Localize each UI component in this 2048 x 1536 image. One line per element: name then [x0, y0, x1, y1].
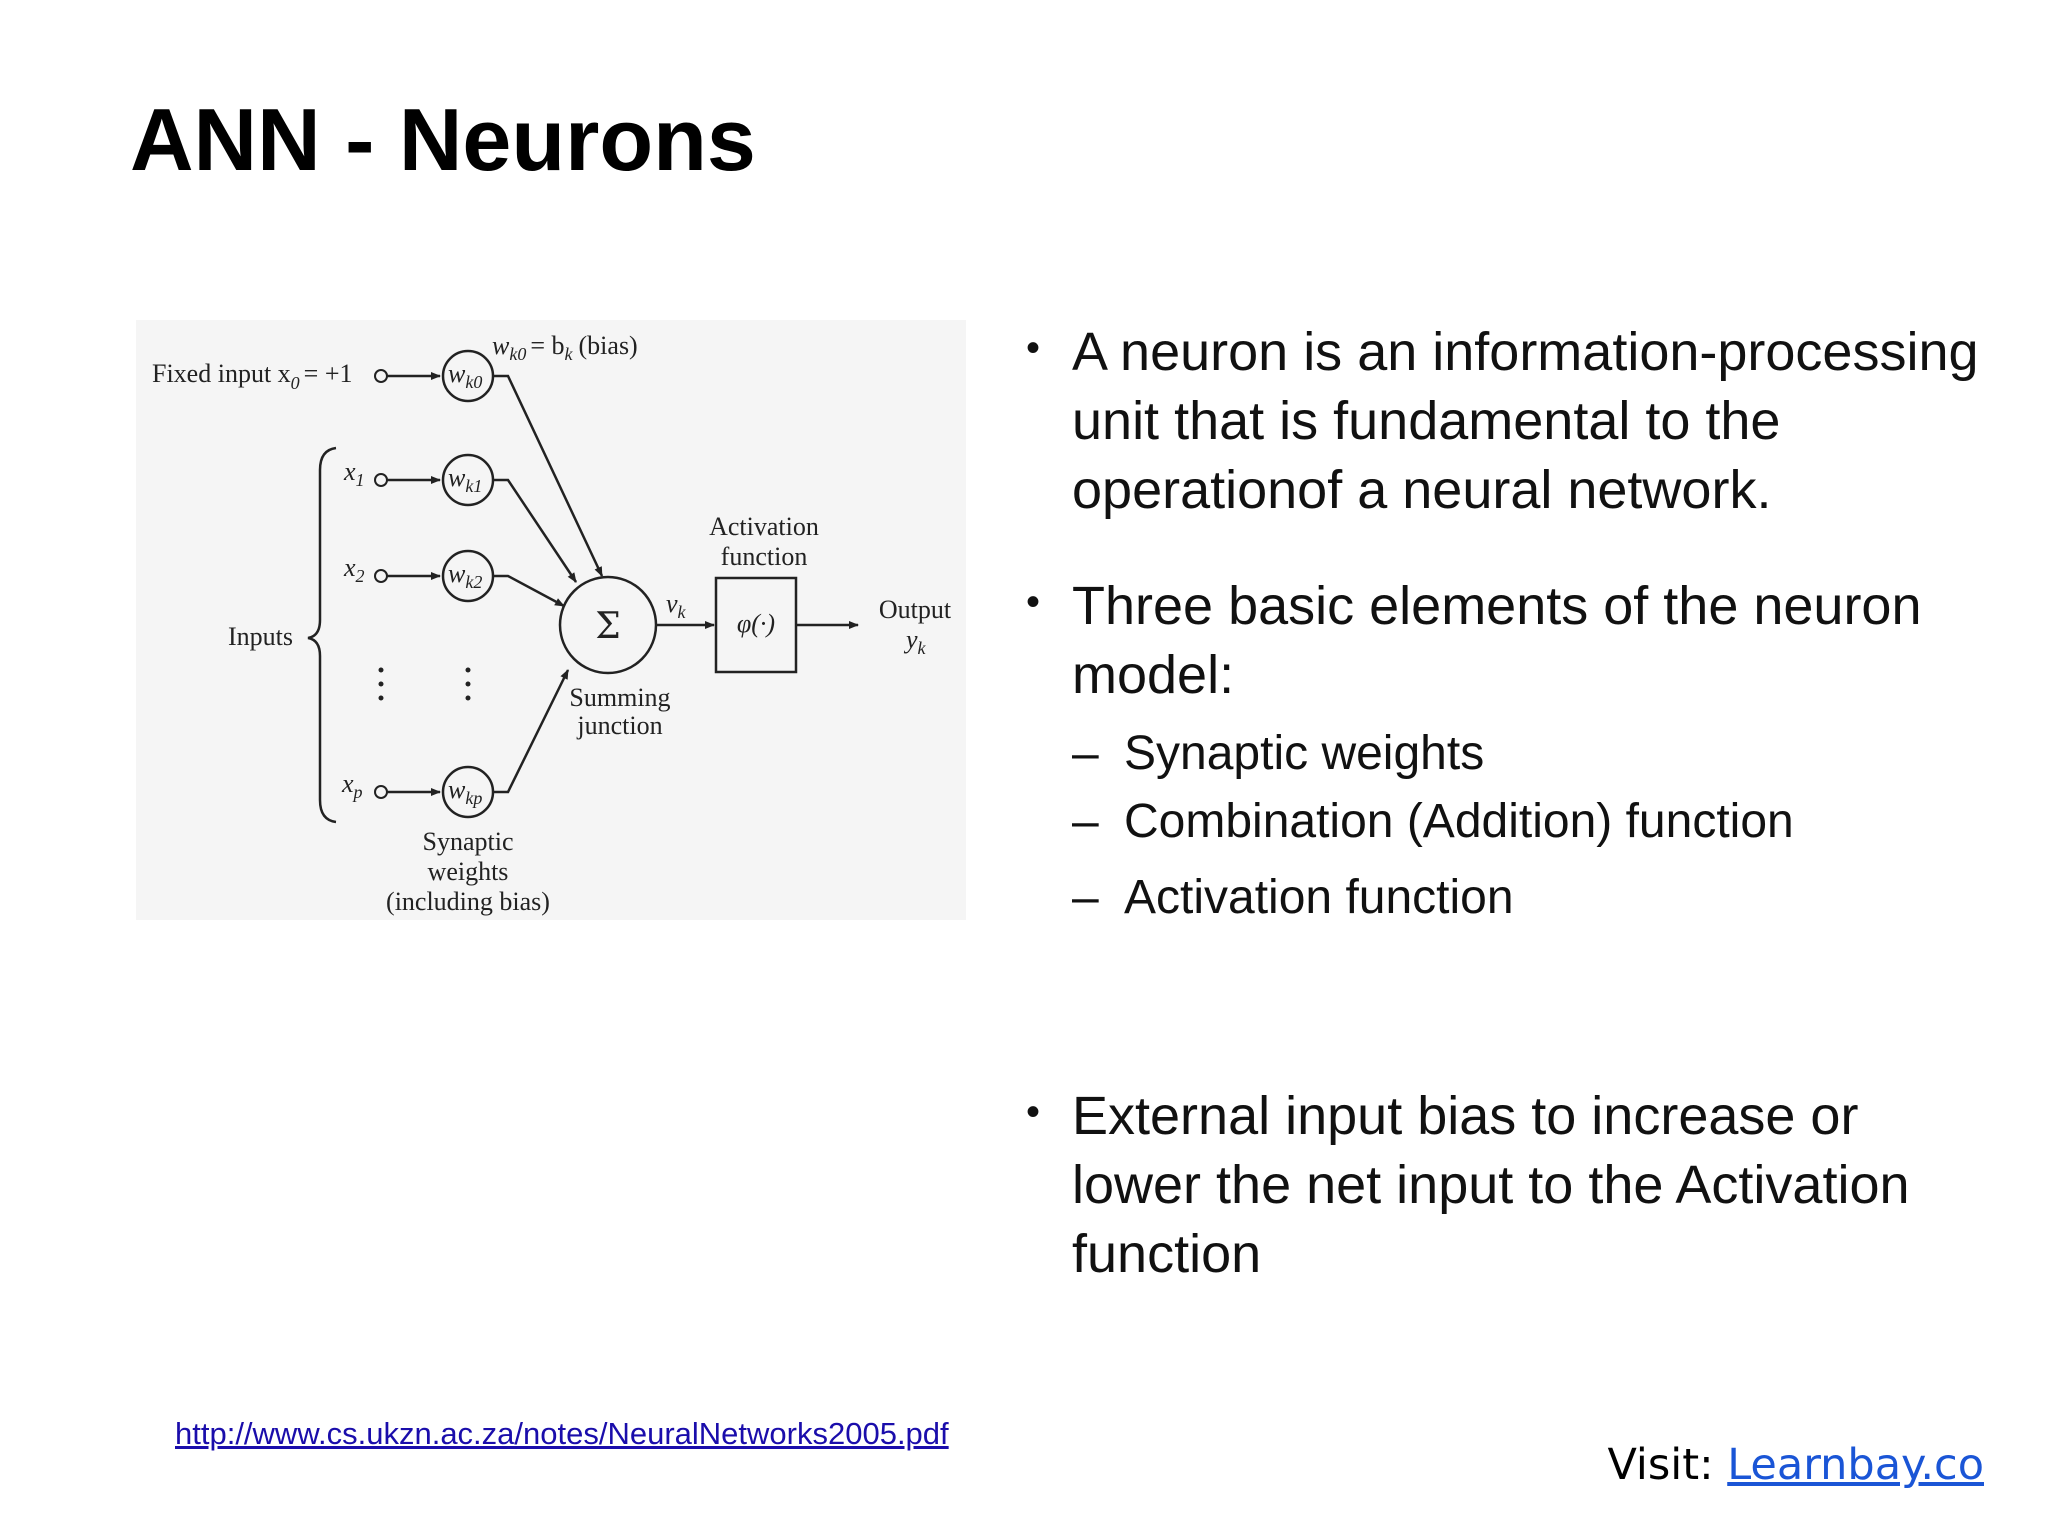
weight-wkp: wkp	[441, 765, 495, 819]
source-link[interactable]: http://www.cs.ukzn.ac.za/notes/NeuralNet…	[175, 1416, 949, 1451]
sub-bullet-list: – Synaptic weights – Combination (Additi…	[1072, 720, 1980, 932]
slide-title: ANN - Neurons	[130, 90, 756, 189]
synaptic-label-3: (including bias)	[386, 887, 550, 916]
svg-text:wk1: wk1	[448, 463, 482, 496]
input-x1: x1	[343, 457, 365, 490]
sub-bullet-activation: – Activation function	[1072, 864, 1980, 932]
bullet-text: External input bias to increase or lower…	[1072, 1086, 1910, 1284]
dash-icon: –	[1072, 871, 1099, 924]
svg-text:wk0: wk0	[448, 359, 482, 392]
learnbay-link[interactable]: Learnbay.co	[1727, 1440, 1984, 1490]
svg-text:wkp: wkp	[448, 775, 482, 808]
input-xp: xp	[341, 769, 363, 802]
inputs-brace	[307, 446, 337, 824]
synaptic-label-2: weights	[428, 857, 509, 886]
visit-footer: Visit: Learnbay.co	[1607, 1440, 1984, 1490]
svg-text:φ(·): φ(·)	[737, 609, 775, 638]
fixed-input-label: Fixed input x0= +1	[152, 359, 353, 393]
weight-to-sum-arrows	[493, 374, 604, 794]
summing-junction: Σ	[558, 575, 658, 675]
activation-function-box: φ(·)	[714, 576, 798, 674]
bias-equation: wk0= bk(bias)	[492, 331, 638, 364]
summing-label-1: Summing	[569, 683, 670, 712]
sub-bullet-synaptic-weights: – Synaptic weights	[1072, 720, 1980, 788]
summing-label-2: junction	[576, 711, 662, 740]
bullet-dot-icon: •	[1026, 326, 1041, 370]
bullet-dot-icon: •	[1026, 1090, 1041, 1134]
neuron-diagram-svg: Fixed input x0= +1 wk0= bk(bias) wk0 wk1…	[152, 331, 952, 916]
input-x2: x2	[343, 553, 365, 586]
neuron-model-diagram: Fixed input x0= +1 wk0= bk(bias) wk0 wk1…	[136, 320, 966, 920]
inputs-label: Inputs	[228, 622, 293, 651]
visit-label: Visit:	[1607, 1440, 1728, 1490]
activation-label-1: Activation	[709, 512, 819, 541]
bullet-text: Three basic elements of the neuron model…	[1072, 576, 1922, 705]
svg-text:Σ: Σ	[595, 606, 620, 647]
output-yk: yk	[903, 625, 927, 658]
bullet-neuron-definition: • A neuron is an information-processing …	[1020, 318, 1980, 525]
sub-bullet-text: Activation function	[1124, 871, 1514, 924]
vk-label: vk	[666, 589, 687, 622]
dash-icon: –	[1072, 795, 1099, 848]
sub-bullet-text: Synaptic weights	[1124, 727, 1485, 780]
sub-bullet-text: Combination (Addition) function	[1124, 795, 1794, 848]
weight-wk2: wk2	[441, 549, 495, 603]
weight-wk1: wk1	[441, 453, 495, 507]
bullet-basic-elements: • Three basic elements of the neuron mod…	[1020, 572, 1980, 710]
svg-text:wk2: wk2	[448, 559, 482, 592]
output-label: Output	[879, 595, 952, 624]
activation-label-2: function	[721, 542, 808, 571]
sub-bullet-combination: – Combination (Addition) function	[1072, 788, 1980, 856]
bullet-dot-icon: •	[1026, 580, 1041, 624]
bullet-external-bias: • External input bias to increase or low…	[1020, 1082, 1980, 1289]
bullet-list: • A neuron is an information-processing …	[1020, 318, 1980, 1289]
bullet-text: A neuron is an information-processing un…	[1072, 322, 1979, 520]
weight-wk0: wk0	[441, 349, 495, 403]
ellipsis-dots	[378, 667, 471, 701]
synaptic-label-1: Synaptic	[423, 827, 514, 856]
dash-icon: –	[1072, 727, 1099, 780]
fixed-input-node	[374, 369, 388, 383]
